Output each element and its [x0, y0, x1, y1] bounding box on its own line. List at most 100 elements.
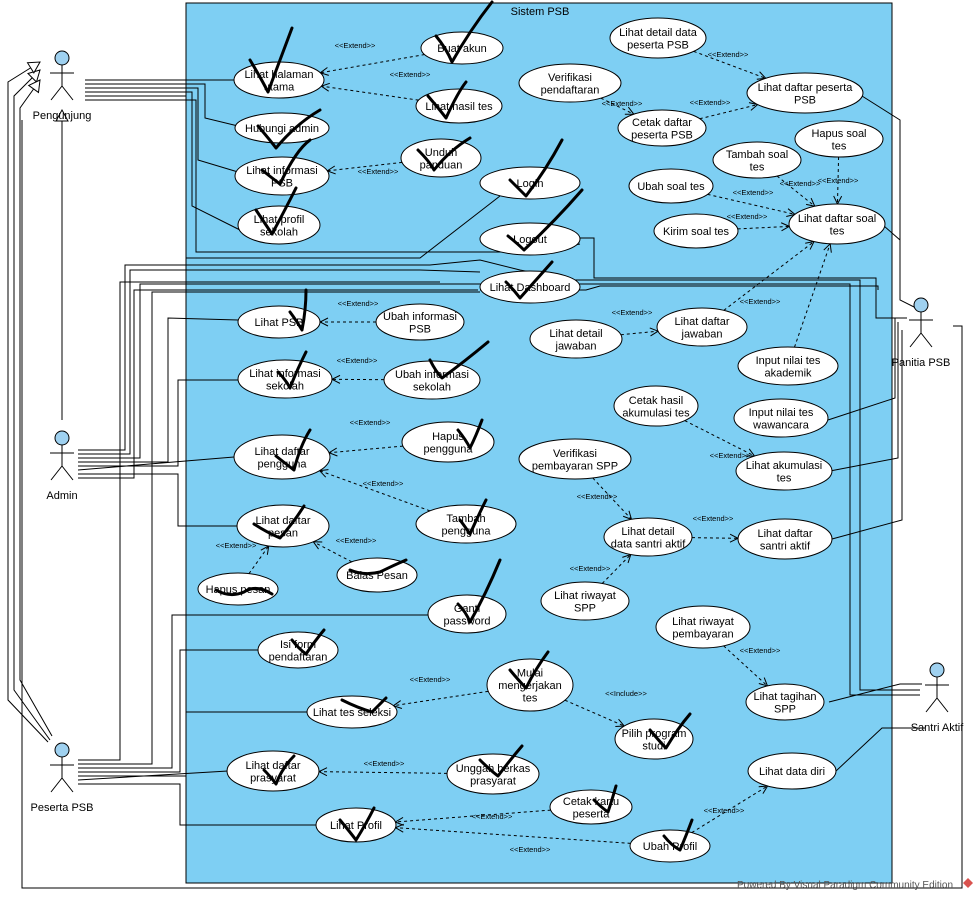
usecase-label: Lihat informasi — [246, 165, 318, 177]
usecase-ellipse — [613, 385, 699, 427]
actor-pengunjung[interactable]: Pengunjung — [33, 50, 92, 122]
stereotype-extend: <<Extend>> — [612, 308, 653, 317]
actor-admin[interactable]: Admin — [46, 430, 78, 502]
check-mark — [662, 818, 694, 852]
usecase-label: peserta — [573, 808, 611, 820]
usecase-ellipse — [733, 398, 829, 438]
stereotype-extend: <<Extend>> — [740, 297, 781, 306]
usecase-ellipse — [609, 17, 707, 59]
usecase-lihat-psb[interactable]: Lihat PSB — [237, 305, 321, 339]
usecase-buat-akun[interactable]: Buat akun — [420, 31, 504, 65]
check-mark — [254, 186, 298, 236]
usecase-label: Lihat riwayat — [672, 616, 734, 628]
usecase-label: Cetak hasil — [629, 395, 683, 407]
usecase-label: tes — [830, 225, 845, 237]
usecase-lihat-data-diri[interactable]: Lihat data diri — [747, 752, 837, 790]
dependency-include — [564, 699, 624, 726]
check-mark — [288, 288, 308, 332]
stereotype-extend: <<Extend>> — [363, 479, 404, 488]
stereotype-extend: <<Extend>> — [690, 98, 731, 107]
usecase-lihat-profil[interactable]: Lihat Profil — [315, 807, 397, 843]
usecase-label: Unggah berkas — [456, 763, 531, 775]
check-mark — [456, 418, 484, 450]
usecase-label: Lihat daftar — [254, 446, 309, 458]
usecase-hapus-pesan[interactable]: Hapus pesan — [197, 572, 279, 606]
actor-body — [909, 312, 933, 348]
actor-santri-aktif[interactable]: Santri Aktif — [911, 662, 965, 734]
usecase-ellipse — [788, 203, 886, 245]
usecase-lihat-hasil-tes[interactable]: Lihat hasil tes — [415, 88, 503, 124]
check-mark — [276, 350, 308, 390]
usecase-ellipse — [518, 438, 632, 480]
actor-peserta-psb[interactable]: Peserta PSB — [31, 742, 94, 814]
usecase-logout[interactable]: Logout — [479, 222, 581, 256]
dependency-extend — [600, 97, 634, 114]
check-mark — [504, 260, 554, 300]
watermark-logo-icon — [963, 878, 973, 888]
usecase-ellipse — [306, 695, 398, 729]
usecase-ellipse — [653, 213, 739, 249]
dependency-extend — [691, 538, 738, 539]
usecase-ubah-soal-tes[interactable]: Ubah soal tes — [628, 168, 714, 204]
usecase-ellipse — [794, 120, 884, 158]
association-line — [85, 95, 501, 259]
usecase-label: Lihat detail — [621, 526, 674, 538]
actor-panitia-psb[interactable]: Panitia PSB — [892, 297, 951, 369]
actor-label: Pengunjung — [33, 110, 92, 122]
stereotype-extend: <<Extend>> — [338, 299, 379, 308]
stereotype-extend: <<Extend>> — [727, 212, 768, 221]
stereotype-extend: <<Extend>> — [337, 356, 378, 365]
usecase-balas-pesan[interactable]: Balas Pesan — [336, 557, 418, 593]
usecase-hubungi-admin[interactable]: Hubungi admin — [234, 112, 330, 144]
association-line — [829, 322, 899, 472]
usecase-kirim-soal-tes[interactable]: Kirim soal tes — [653, 213, 739, 249]
association-line — [78, 259, 920, 691]
usecase-label: Lihat tagihan — [754, 691, 817, 703]
dependency-extend — [327, 161, 403, 170]
check-mark — [338, 806, 376, 842]
stereotype-extend: <<Extend>> — [818, 176, 859, 185]
dependency-lines — [248, 50, 839, 844]
usecase-lihat-tes-seleksi[interactable]: Lihat tes seleksi — [306, 695, 398, 729]
usecase-login[interactable]: Login — [479, 166, 581, 200]
check-mark — [648, 712, 692, 750]
usecase-ubah-profil[interactable]: Ubah Profil — [629, 829, 711, 863]
usecase-ellipse — [518, 63, 622, 103]
stereotype-extend: <<Extend>> — [577, 492, 618, 501]
usecase-ellipse — [336, 557, 418, 593]
